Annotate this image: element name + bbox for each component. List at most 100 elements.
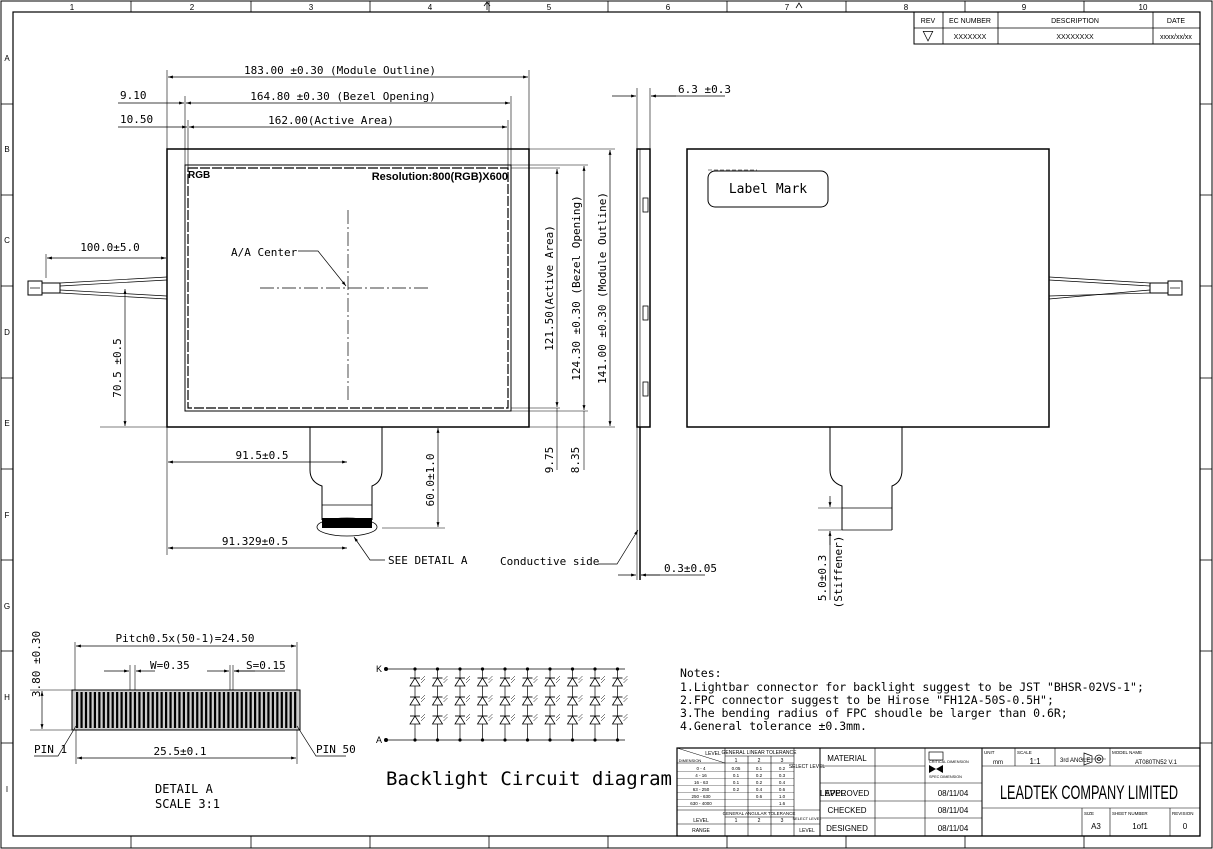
bezel-opening-width-dim: 164.80 ±0.30 (Bezel Opening): [250, 90, 435, 103]
led-icon: [521, 713, 538, 725]
active-area-height-dim: 121.50(Active Area): [543, 225, 556, 351]
fpc-pin: [151, 692, 154, 728]
tol-angular-select: SELECT LEVEL: [792, 816, 822, 821]
tol-dimension-header: DIMENSION: [679, 758, 702, 763]
led-icon: [589, 675, 606, 687]
revision-table: REV EC NUMBER DESCRIPTION DATE ▽ XXXXXXX…: [913, 11, 1201, 45]
tol-level-1: 1: [735, 758, 738, 764]
fpc-pin: [218, 692, 221, 728]
led-icon: [454, 713, 471, 725]
led-icon: [499, 713, 516, 725]
fpc-pin: [245, 692, 248, 728]
tolerance-cell: 63 - 250: [693, 787, 710, 792]
detail-a: Pitch0.5x(50-1)=24.50 W=0.35 S=0.15 3.80…: [30, 631, 356, 811]
fpc-pin: [84, 692, 88, 728]
rev-triangle-icon: ▽: [923, 27, 934, 43]
frame-column-label: 3: [309, 3, 314, 12]
front-view: RGB Resolution:800(RGB)X600 A/A Center 1…: [27, 64, 615, 567]
fpc-pin: [160, 692, 163, 728]
designed-label: DESIGNED: [826, 824, 868, 833]
tolerance-cell: 0.2: [756, 773, 763, 778]
fpc-pin: [276, 692, 279, 728]
led-icon: [431, 694, 448, 706]
stiffener-dim: 5.0±0.3: [816, 555, 829, 601]
notes-title: Notes:: [680, 666, 722, 680]
tol-level-2: 2: [758, 758, 761, 764]
side-view: 6.3 ±0.3 Conductive side 0.3±0.05: [500, 83, 731, 580]
model-name-value: AT080TN52 V.1: [1135, 760, 1178, 766]
frame-column-label: 4: [428, 3, 433, 12]
frame-column-label: 7: [785, 3, 790, 12]
note-2: 2.FPC connector suggest to be Hirose "FH…: [680, 693, 1054, 707]
tolerance-cell: 0.1: [733, 780, 740, 785]
tolerance-cell: 0.2: [756, 780, 763, 785]
tolerance-cell: 0.2: [733, 787, 740, 792]
fpc-pin: [76, 692, 79, 728]
fpc-pin: [111, 692, 114, 728]
dim-91-329: 91.329±0.5: [222, 535, 288, 548]
led-icon: [566, 694, 583, 706]
dim-9-10: 9.10: [120, 89, 147, 102]
tol-level-label: LEVEL: [693, 818, 709, 824]
led-icon: [544, 713, 561, 725]
thickness-dim: 6.3 ±0.3: [678, 83, 731, 96]
detail-width-dim: 25.5±0.1: [154, 745, 207, 758]
cable-length-dim: 100.0±5.0: [80, 241, 140, 254]
fpc-pin: [196, 692, 199, 728]
fpc-pin: [280, 692, 283, 728]
fpc-pin: [227, 692, 230, 728]
circuit-title: Backlight Circuit diagram: [386, 768, 672, 790]
tolerance-cell: 0.4: [756, 787, 763, 792]
date-header: DATE: [1167, 18, 1185, 25]
fpc-pin: [205, 692, 208, 728]
bezel-opening-height-dim: 124.30 ±0.30 (Bezel Opening): [570, 195, 583, 380]
fpc-pin: [294, 692, 297, 728]
frame-column-label: 8: [904, 3, 909, 12]
tolerance-cell: 0.1: [733, 773, 740, 778]
detail-title: DETAIL A: [155, 782, 214, 796]
fpc-pin: [156, 692, 159, 728]
stiffener-label: (Stiffener): [832, 536, 845, 609]
fpc-pin: [165, 692, 168, 728]
sheet-number-value: 1of1: [1132, 822, 1148, 831]
size-value: A3: [1091, 822, 1101, 831]
fpc-pin: [289, 692, 292, 728]
back-view: Label Mark 5.0±0.3 (Stiffener): [686, 148, 1183, 609]
approved-date: 08/11/04: [938, 789, 969, 798]
pitch-dim: Pitch0.5x(50-1)=24.50: [115, 632, 254, 645]
module-outline-width-dim: 183.00 ±0.30 (Module Outline): [244, 64, 436, 77]
material-label: MATERIAL: [827, 754, 867, 763]
fpc-pin: [258, 692, 261, 728]
fpc-pin: [249, 692, 252, 728]
fpc-pin: [169, 692, 172, 728]
fpc-pin: [267, 692, 270, 728]
dim-9-75: 9.75: [543, 447, 556, 474]
tolerance-cell: 0.2: [779, 766, 786, 771]
third-angle-projection-icon: [1081, 752, 1106, 766]
frame-row-label: C: [4, 236, 10, 245]
fpc-pin: [147, 692, 150, 728]
fpc-pin: [129, 692, 132, 728]
aa-center-label: A/A Center: [231, 246, 298, 259]
fpc-pin: [182, 692, 185, 728]
tolerance-cell: 4 - 16: [695, 773, 707, 778]
led-icon: [521, 675, 538, 687]
rev-header: REV: [921, 18, 936, 25]
frame-row-label: H: [4, 693, 10, 702]
frame-column-label: 1: [70, 3, 75, 12]
led-icon: [611, 675, 628, 687]
fpc-pin: [285, 692, 288, 728]
tol-level-header: LEVEL: [705, 751, 721, 757]
critical-dimension-label: CRITICAL DIMENSION: [929, 760, 969, 764]
fpc-pin: [80, 692, 83, 728]
fpc-pin: [231, 692, 234, 728]
dim-0-3: 0.3±0.05: [664, 562, 717, 575]
frame-column-label: 6: [666, 3, 671, 12]
description-header: DESCRIPTION: [1051, 18, 1099, 25]
led-icon: [476, 713, 493, 725]
ec-number-header: EC NUMBER: [949, 18, 991, 25]
tolerance-cell: 0.6: [779, 787, 786, 792]
frame-row-label: F: [5, 511, 10, 520]
fpc-pin: [89, 692, 92, 728]
